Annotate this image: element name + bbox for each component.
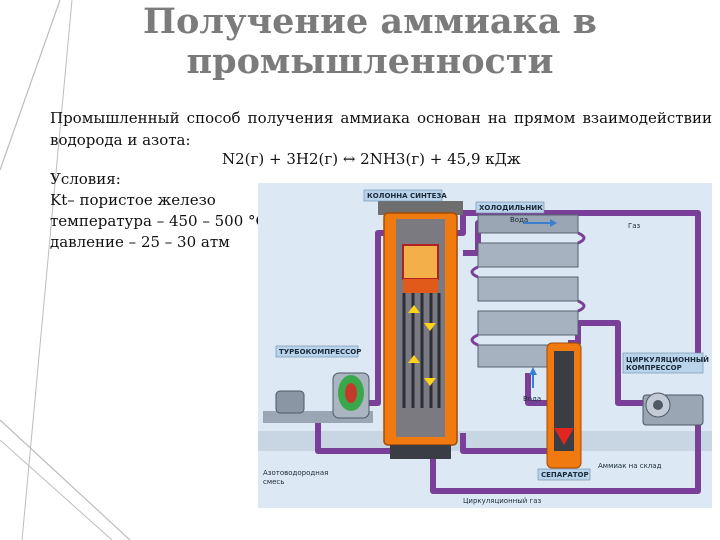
label-circulation-compressor-1: ЦИРКУЛЯЦИОННЫЙ — [626, 355, 709, 364]
reaction-equation: N2(г) + 3H2(г) ↔ 2NH3(г) + 45,9 кДж — [222, 150, 521, 168]
condition-catalyst: Kt– пористое железо — [50, 191, 216, 209]
label-separator: СЕПАРАТОР — [541, 471, 589, 479]
label-ammonia-to-storage: Аммиак на склад — [598, 462, 662, 470]
label-synthesis-column: КОЛОННА СИНТЕЗА — [367, 192, 447, 200]
label-gas: Газ — [628, 222, 641, 230]
title-line-2: промышленности — [186, 41, 554, 82]
label-cooler: ХОЛОДИЛЬНИК — [479, 204, 543, 212]
circulation-compressor — [642, 392, 704, 426]
conditions-heading: Условия: — [50, 170, 121, 188]
label-water-bottom: Вода — [523, 395, 541, 403]
condition-pressure: давление – 25 – 30 атм — [50, 233, 230, 251]
label-box-synthesis-column — [363, 189, 443, 202]
label-water-top: Вода — [510, 216, 528, 224]
label-feed-mixture-1: Азотоводородная — [263, 469, 328, 477]
label-circulation-compressor-2: КОМПРЕССОР — [626, 364, 682, 372]
label-box-circulation-compressor — [622, 352, 704, 374]
turbocompressor — [263, 372, 373, 423]
title-line-1: Получение аммиака в — [143, 1, 597, 42]
label-box-turbocompressor — [275, 345, 359, 358]
label-circulation-gas: Циркуляционный газ — [463, 497, 542, 505]
conditions-block: Условия: Kt– пористое железо температура… — [50, 169, 267, 253]
label-feed-mixture-2: смесь — [263, 478, 284, 486]
separator — [529, 342, 582, 469]
condition-temperature: температура – 450 – 500 °С — [50, 212, 268, 230]
synthesis-column — [378, 201, 463, 459]
ammonia-plant-scheme: КОЛОННА СИНТЕЗА ХОЛОДИЛЬНИК Вода Газ ТУР… — [258, 183, 712, 508]
label-box-separator — [537, 468, 591, 481]
floor — [258, 431, 712, 451]
label-box-cooler — [475, 201, 545, 214]
intro-text: Промышленный способ получения аммиака ос… — [50, 109, 712, 149]
label-turbocompressor: ТУРБОКОМПРЕССОР — [279, 348, 361, 356]
page-title: Получение аммиака в промышленности — [90, 2, 650, 82]
